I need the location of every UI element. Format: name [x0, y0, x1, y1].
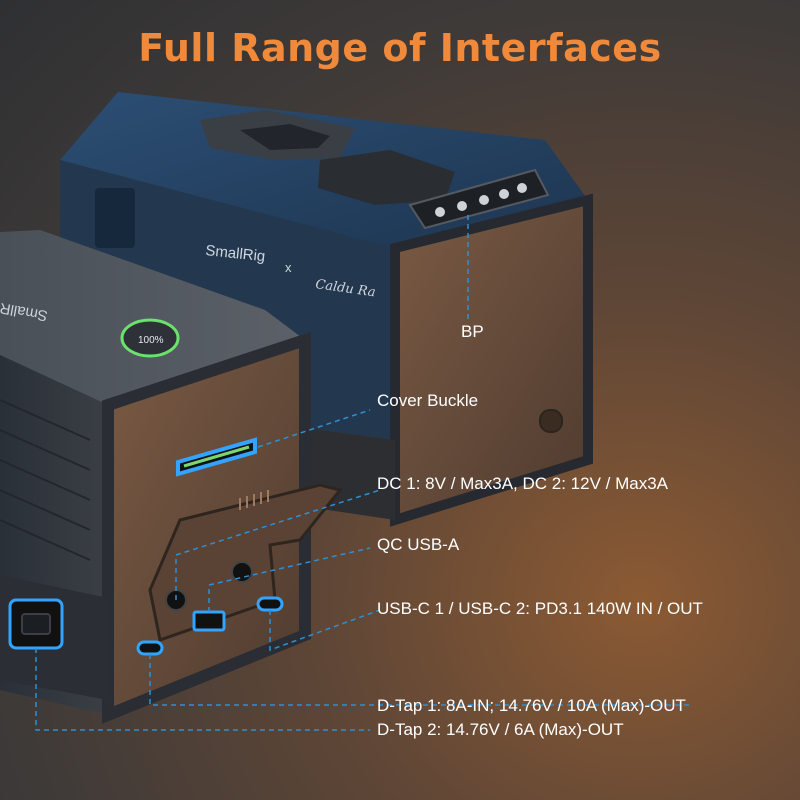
d-tap-port-inner [21, 613, 51, 635]
rear-battery-end-face [395, 200, 588, 520]
v-mount-slot [240, 124, 330, 150]
collab-mark: x [285, 260, 292, 275]
label-usb-c: USB-C 1 / USB-C 2: PD3.1 140W IN / OUT [377, 599, 703, 618]
page-title: Full Range of Interfaces [138, 26, 662, 70]
label-cover-buckle: Cover Buckle [377, 391, 479, 410]
bp-contacts-icon [408, 168, 550, 230]
display-ring-icon [120, 318, 180, 358]
label-dtap-1: D-Tap 1: 8A-IN; 14.76V / 10A (Max)-OUT [377, 696, 686, 715]
callout-lines [35, 215, 690, 731]
callout-dtap2 [35, 648, 370, 731]
display-badge: 100% [138, 335, 164, 346]
brand-mark-rear: SmallRig [205, 242, 266, 265]
callout-qc-usb-a [208, 547, 371, 612]
rear-end-latch [539, 409, 563, 433]
rear-battery [60, 92, 593, 527]
cover-hinge-ridges [239, 490, 269, 510]
front-battery [0, 230, 343, 724]
usb-c-port-icon [136, 640, 164, 656]
front-side-ribs [0, 399, 91, 561]
rear-side-vent [95, 188, 135, 248]
callout-usb-c [269, 609, 381, 652]
callout-cover-buckle [257, 409, 371, 448]
rear-label-sticker [318, 150, 455, 205]
label-dtap-2: D-Tap 2: 14.76V / 6A (Max)-OUT [377, 720, 624, 739]
usb-a-port-icon [192, 610, 226, 632]
usb-c-port-icon [256, 596, 284, 612]
label-bp: BP [461, 322, 484, 341]
rear-end-frame [390, 193, 593, 527]
label-qc-usb-a: QC USB-A [377, 535, 460, 554]
dc-barrel-port-icon [231, 561, 253, 583]
cover-buckle-glow [183, 445, 250, 468]
callout-dc [175, 489, 381, 600]
label-dc: DC 1: 8V / Max3A, DC 2: 12V / Max3A [377, 474, 669, 493]
